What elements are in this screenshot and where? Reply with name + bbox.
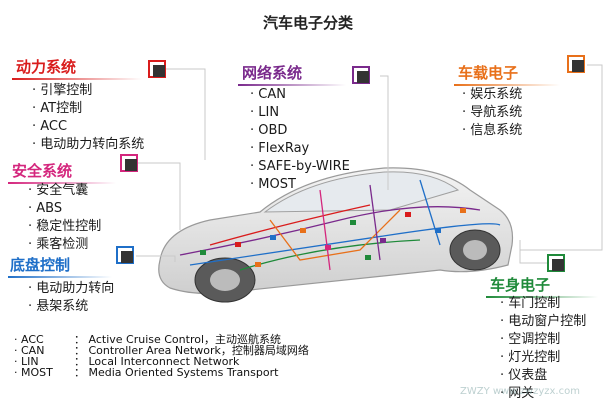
category-safety-items: 安全气囊 ABS 稳定性控制 乘客检测 xyxy=(28,182,101,254)
list-item: 电动助力转向 xyxy=(28,280,114,298)
category-safety-title: 安全系统 xyxy=(12,162,73,180)
glossary-desc: ： Media Oriented Systems Transport xyxy=(74,366,279,379)
glossary-desc: ： Local Interconnect Network xyxy=(74,355,240,368)
ecu-nodes xyxy=(200,208,466,267)
list-item: ACC xyxy=(32,118,144,136)
list-item: MOST xyxy=(250,176,350,194)
list-item: 灯光控制 xyxy=(500,349,586,367)
glossary-abbr: · ACC xyxy=(14,333,44,346)
watermark: ZWZY www.zwzyzx.com xyxy=(460,386,580,397)
glossary-row: · ACC ： Active Cruise Control，主动巡航系统 xyxy=(14,334,309,345)
category-infotainment-underline xyxy=(454,84,560,86)
list-item: LIN xyxy=(250,104,350,122)
list-item: 网关 xyxy=(500,385,586,403)
category-network-box xyxy=(352,66,370,84)
glossary-abbr: · LIN xyxy=(14,355,39,368)
category-power-items: 引擎控制 AT控制 ACC 电动助力转向系统 xyxy=(32,82,144,154)
list-item: 稳定性控制 xyxy=(28,218,101,236)
category-chassis-title: 底盘控制 xyxy=(10,256,71,274)
list-item: 安全气囊 xyxy=(28,182,101,200)
list-item: OBD xyxy=(250,122,350,140)
category-chassis-underline xyxy=(8,276,112,278)
list-item: CAN xyxy=(250,86,350,104)
list-item: 导航系统 xyxy=(462,104,522,122)
diagram-title: 汽车电子分类 xyxy=(262,14,353,32)
list-item: 仪表盘 xyxy=(500,367,586,385)
list-item: 引擎控制 xyxy=(32,82,144,100)
category-chassis-items: 电动助力转向 悬架系统 xyxy=(28,280,114,316)
list-item: 悬架系统 xyxy=(28,298,114,316)
category-chassis-box xyxy=(116,246,134,264)
list-item: 电动助力转向系统 xyxy=(32,136,144,154)
category-safety-box xyxy=(120,154,138,172)
category-power-title: 动力系统 xyxy=(16,58,77,76)
category-network-items: CAN LIN OBD FlexRay SAFE-by-WIRE MOST xyxy=(250,86,350,194)
glossary-desc: ： Controller Area Network，控制器局域网络 xyxy=(74,344,309,357)
category-network-title: 网络系统 xyxy=(242,64,303,82)
category-body-box xyxy=(547,254,565,272)
category-power-box xyxy=(148,60,166,78)
category-infotainment-box xyxy=(567,55,585,73)
category-network-underline xyxy=(238,84,346,86)
car-illustration xyxy=(158,167,514,303)
list-item: 乘客检测 xyxy=(28,236,101,254)
category-body-title: 车身电子 xyxy=(490,276,551,294)
glossary-desc: ： Active Cruise Control，主动巡航系统 xyxy=(74,333,282,346)
list-item: AT控制 xyxy=(32,100,144,118)
list-item: 车门控制 xyxy=(500,295,586,313)
category-power-underline xyxy=(12,78,142,80)
list-item: FlexRay xyxy=(250,140,350,158)
category-infotainment-items: 娱乐系统 导航系统 信息系统 xyxy=(462,86,522,140)
category-body-items: 车门控制 电动窗户控制 空调控制 灯光控制 仪表盘 网关 xyxy=(500,295,586,403)
list-item: SAFE-by-WIRE xyxy=(250,158,350,176)
glossary-row: · LIN ： Local Interconnect Network xyxy=(14,356,309,367)
glossary-abbr: · CAN xyxy=(14,344,45,357)
list-item: 娱乐系统 xyxy=(462,86,522,104)
glossary-row: · CAN ： Controller Area Network，控制器局域网络 xyxy=(14,345,309,356)
list-item: 电动窗户控制 xyxy=(500,313,586,331)
list-item: ABS xyxy=(28,200,101,218)
wiring-harness xyxy=(179,179,501,271)
category-infotainment-title: 车载电子 xyxy=(458,64,519,82)
glossary-abbr: · MOST xyxy=(14,366,53,379)
list-item: 空调控制 xyxy=(500,331,586,349)
car-windshield xyxy=(263,171,460,213)
list-item: 信息系统 xyxy=(462,122,522,140)
glossary: · ACC ： Active Cruise Control，主动巡航系统 · C… xyxy=(14,334,309,378)
glossary-row: · MOST ： Media Oriented Systems Transpor… xyxy=(14,367,309,378)
